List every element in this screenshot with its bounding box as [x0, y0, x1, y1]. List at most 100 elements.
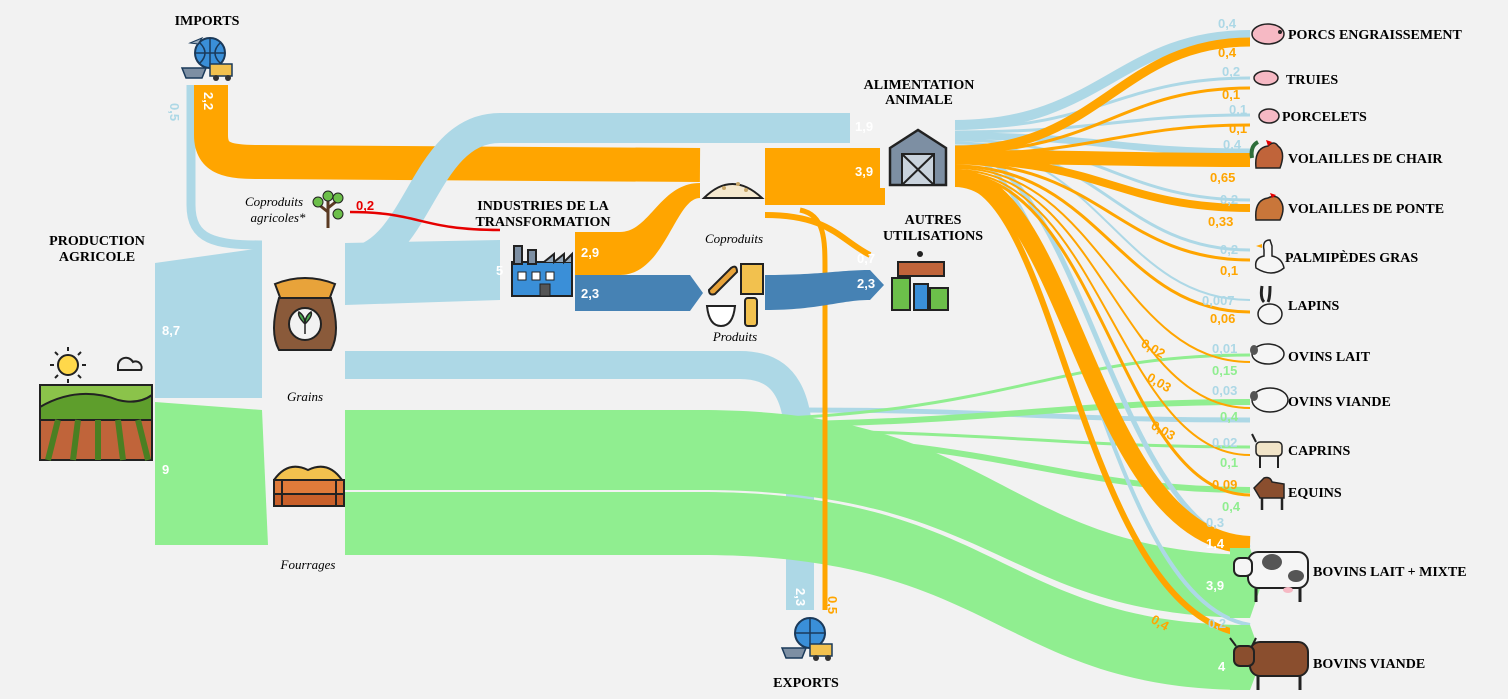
fourrages-label: Fourrages: [280, 557, 336, 572]
value-exports-orange: 0,5: [825, 596, 840, 614]
animal-label-lapins: LAPINS: [1288, 299, 1340, 314]
imports-label: IMPORTS: [175, 14, 240, 29]
animal-value-green: 3,9: [1206, 578, 1224, 593]
horse-icon: [1253, 476, 1285, 510]
rooster-icon: [1249, 140, 1284, 169]
animal-label-truies: TRUIES: [1286, 73, 1338, 88]
pig-icon: [1251, 23, 1285, 45]
animal-value-blue: 0,2: [1220, 192, 1238, 207]
animal-label-volailles-chair: VOLAILLES DE CHAIR: [1288, 152, 1443, 167]
flow-values: 0,5 2,2 8,7 9 0,2 5 2,9 2,3 1,9 3,9 0,7 …: [162, 92, 875, 614]
goose-icon: [1254, 239, 1285, 274]
industries-label-1: INDUSTRIES DE LA: [477, 199, 609, 214]
animal-value-orange: 0,1: [1220, 263, 1238, 278]
animal-value-blue: 0,3: [1206, 515, 1224, 530]
alim-fan: [954, 30, 1251, 638]
animal-label-ovins-lait: OVINS LAIT: [1288, 350, 1371, 365]
animal-value-orange: 0,06: [1210, 311, 1235, 326]
beef-cow-icon: [1229, 637, 1309, 690]
animal-value-blue: 0,2: [1208, 616, 1226, 631]
flow-grains-alim: [343, 113, 850, 277]
barn-icon: [888, 128, 948, 187]
animal-value-green: 0,1: [1220, 455, 1238, 470]
flow-fourrages-bovins-viande: [345, 492, 1250, 690]
animal-value-orange: 0,65: [1210, 170, 1235, 185]
animal-value-blue: 0,4: [1218, 16, 1237, 31]
value-imports-orange: 2,2: [201, 92, 216, 110]
animal-label-porcelets: PORCELETS: [1282, 110, 1367, 125]
animal-value-blue: 0,1: [1229, 102, 1247, 117]
animal-label-equins: EQUINS: [1288, 486, 1342, 501]
sheep-icon: [1250, 343, 1285, 365]
plant-icon: [312, 190, 344, 228]
animal-value-orange: 0,09: [1212, 477, 1237, 492]
alimentation-label-1: ALIMENTATION: [864, 78, 975, 93]
value-exports-blue: 2,3: [793, 588, 808, 606]
flow-coproduits-alim: [765, 148, 885, 205]
piglet-icon: [1258, 108, 1280, 124]
food-products-icon: [705, 263, 764, 328]
flow-coproduits-exports: [799, 207, 828, 610]
hay-bale-icon: [273, 465, 345, 507]
production-label-1: PRODUCTION: [49, 234, 145, 249]
node-labels: IMPORTS PRODUCTION AGRICOLE Coproduits a…: [49, 14, 983, 691]
animal-label-bovins-viande: BOVINS VIANDE: [1313, 657, 1425, 672]
imports-icon: [180, 36, 233, 81]
animal-value-blue: 0,007: [1202, 293, 1235, 308]
flow-fourrages-ovins-viande: [699, 399, 1251, 428]
flow-produits-autres: [765, 270, 884, 310]
grain-sack-icon: [273, 277, 337, 351]
produits-label: Produits: [712, 329, 757, 344]
flow-industries-produits: [575, 275, 703, 311]
flow-fourrages-bovins-lait: [345, 410, 1250, 618]
flow-production-fourrages: [155, 402, 268, 545]
value-industries-coproduits: 2,9: [581, 245, 599, 260]
animal-label-porcs: PORCS ENGRAISSEMENT: [1288, 28, 1463, 43]
animal-value-blue: 0,02: [1212, 435, 1237, 450]
alimentation-label-2: ANIMALE: [885, 93, 953, 108]
sheep-icon: [1250, 387, 1289, 413]
animal-value-green: 4: [1218, 659, 1226, 674]
value-alim-orange: 3,9: [855, 164, 873, 179]
value-alim-blue: 1,9: [855, 119, 873, 134]
animal-label-ovins-viande: OVINS VIANDE: [1288, 395, 1391, 410]
animal-value-orange: 0,33: [1208, 214, 1233, 229]
other-uses-icon: [891, 251, 949, 311]
animal-value-green: 0,4: [1222, 499, 1241, 514]
goat-icon: [1251, 433, 1283, 468]
animal-value-blue: 0,2: [1222, 64, 1240, 79]
animal-value-blue: 0,03: [1212, 383, 1237, 398]
flow-coproduits-autres: [764, 212, 872, 258]
flow-coproduits-agricoles: [349, 210, 501, 232]
animal-labels: PORCS ENGRAISSEMENT 0,4 0,4 TRUIES 0,2 0…: [1139, 16, 1467, 674]
animal-value-orange: 0,1: [1229, 121, 1247, 136]
animal-value-blue: 0,4: [1223, 137, 1242, 152]
animal-value-blue: 0,2: [1220, 242, 1238, 257]
coproduits-agricoles-label-2: agricoles*: [251, 210, 306, 225]
value-prod-grains: 8,7: [162, 323, 180, 338]
autres-label-1: AUTRES: [905, 213, 962, 228]
value-industries-produits: 2,3: [581, 286, 599, 301]
exports-label: EXPORTS: [773, 676, 839, 691]
animal-value-orange-diag: 0,02: [1139, 336, 1168, 362]
rabbit-icon: [1257, 285, 1283, 325]
flow-imports-alim-orange: [194, 85, 701, 182]
sow-icon: [1253, 70, 1279, 86]
production-label-2: AGRICOLE: [59, 250, 135, 265]
animal-label-caprins: CAPRINS: [1288, 444, 1350, 459]
grains-label: Grains: [287, 389, 323, 404]
dairy-cow-icon: [1233, 551, 1309, 602]
flow-imports-grains-blue: [186, 85, 263, 250]
animal-label-bovins-lait: BOVINS LAIT + MIXTE: [1313, 565, 1467, 580]
coproduits-agricoles-label-1: Coproduits: [245, 194, 303, 209]
flow-production-grains: [155, 248, 262, 398]
animal-label-palmipedes: PALMIPÈDES GRAS: [1285, 249, 1418, 266]
animal-value-green: 0,15: [1212, 363, 1237, 378]
flows: [155, 30, 1262, 690]
farm-field-icon: [39, 347, 153, 461]
value-autres-blue: 2,3: [857, 276, 875, 291]
coproduits-label: Coproduits: [705, 231, 763, 246]
autres-label-2: UTILISATIONS: [883, 229, 983, 244]
flow-fourrages-equins: [699, 432, 1251, 493]
